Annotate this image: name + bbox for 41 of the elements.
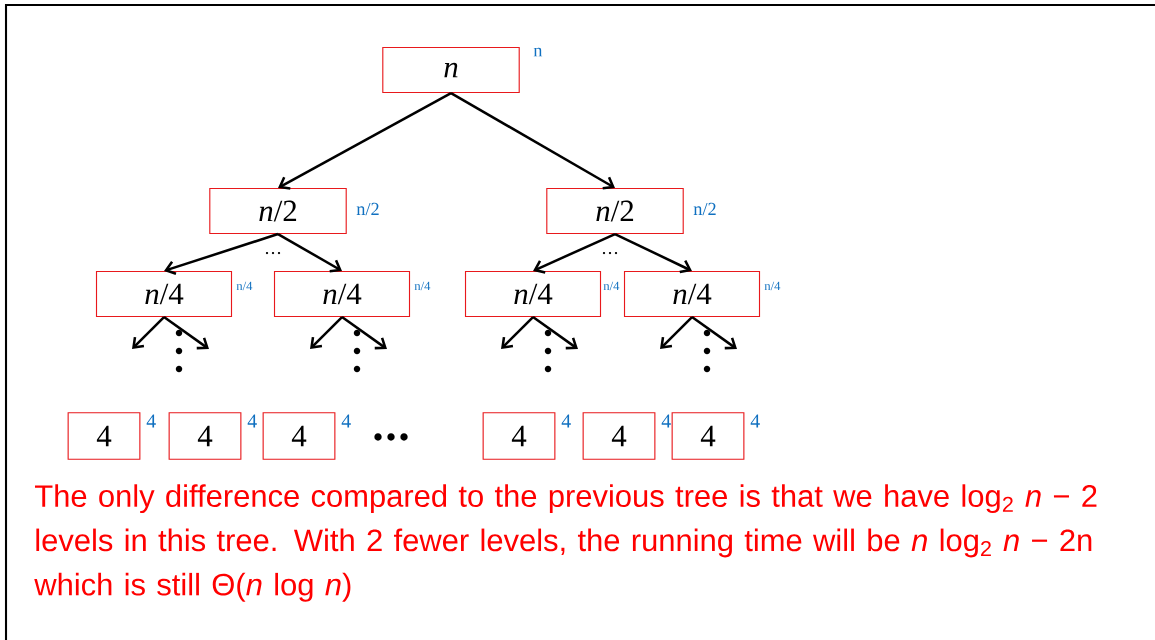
tree-box: n/4 [623,270,761,318]
arrow [533,232,616,274]
size-label: 4 [341,414,351,428]
size-label: n/2 [356,202,379,216]
size-label: n/2 [693,202,716,216]
note-text: The only difference compared to the previous tree is that we have log$_{2}$ n − 2 levels in this tree. With 2 fewer levels, the running time will be n log$_{2}$ n − 2n which is still Θ(n log n) [34,484,1097,602]
size-label: n [533,47,543,57]
arrow [341,316,387,350]
size-label: n/4 [603,281,620,291]
arrow [660,316,693,350]
size-label: n/4 [764,281,781,291]
tree-box: 4 [582,412,656,460]
tree-box: n [382,46,520,94]
arrow [501,316,534,350]
size-label: 4 [750,414,760,428]
arrow [278,91,452,190]
size-label: 4 [561,414,571,428]
arrow [310,316,343,350]
tree-box: 4 [482,412,556,460]
tree-box: n/4 [95,270,233,318]
tree-box: 4 [168,412,242,460]
tree-box: n/4 [273,270,411,318]
arrow [132,316,165,350]
size-label: 4 [146,414,156,428]
arrow [532,316,578,350]
arrow [450,91,615,190]
tree-box: n/2 [546,187,684,235]
arrow [163,316,209,350]
size-label: 4 [661,414,671,428]
arrow [614,232,692,274]
arrow [277,232,342,273]
arrow [164,232,279,275]
tree-box: n/2 [209,187,347,235]
tree-box: 4 [67,412,141,460]
tree-box: n/4 [464,270,602,318]
size-label: n/4 [414,281,431,291]
arrow [691,316,737,350]
tree-box: 4 [262,412,336,460]
size-label: n/4 [236,281,253,291]
tree-box: 4 [671,412,745,460]
size-label: 4 [247,414,257,428]
